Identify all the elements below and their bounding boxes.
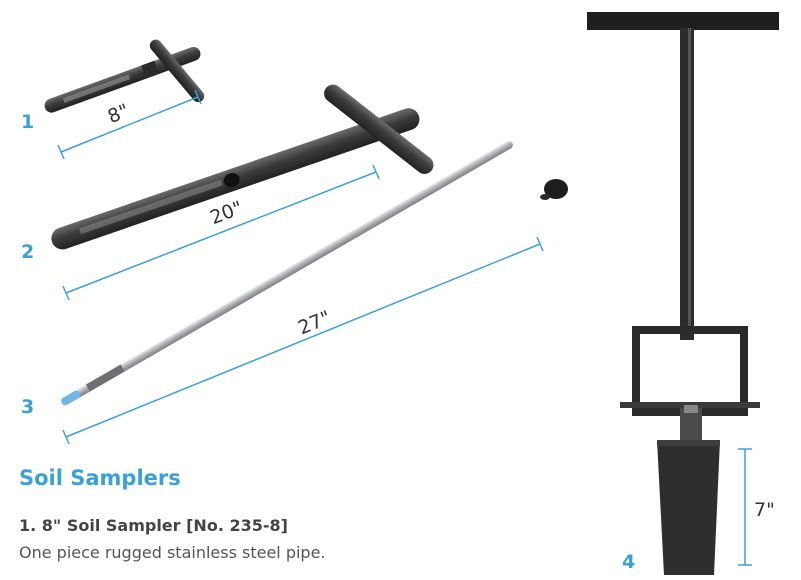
sampler-20in-image	[51, 84, 434, 250]
sampler-20in-dimension	[65, 171, 377, 294]
sampler-7in-image	[587, 12, 779, 575]
sampler-number-3: 3	[21, 396, 35, 418]
sampler-8in-image	[44, 39, 205, 113]
product-description: One piece rugged stainless steel pipe.	[19, 543, 326, 562]
sampler-number-1: 1	[21, 111, 35, 133]
product-title: 1. 8" Soil Sampler [No. 235-8]	[19, 516, 288, 535]
sampler-8in-dimension	[60, 96, 199, 153]
section-heading: Soil Samplers	[19, 466, 181, 490]
sampler-number-2: 2	[21, 241, 35, 263]
sampler-27in-dimension	[65, 243, 541, 438]
length-label-7in: 7"	[754, 499, 775, 521]
sampler-number-4: 4	[622, 551, 636, 573]
sampler-27in-image	[61, 141, 568, 406]
